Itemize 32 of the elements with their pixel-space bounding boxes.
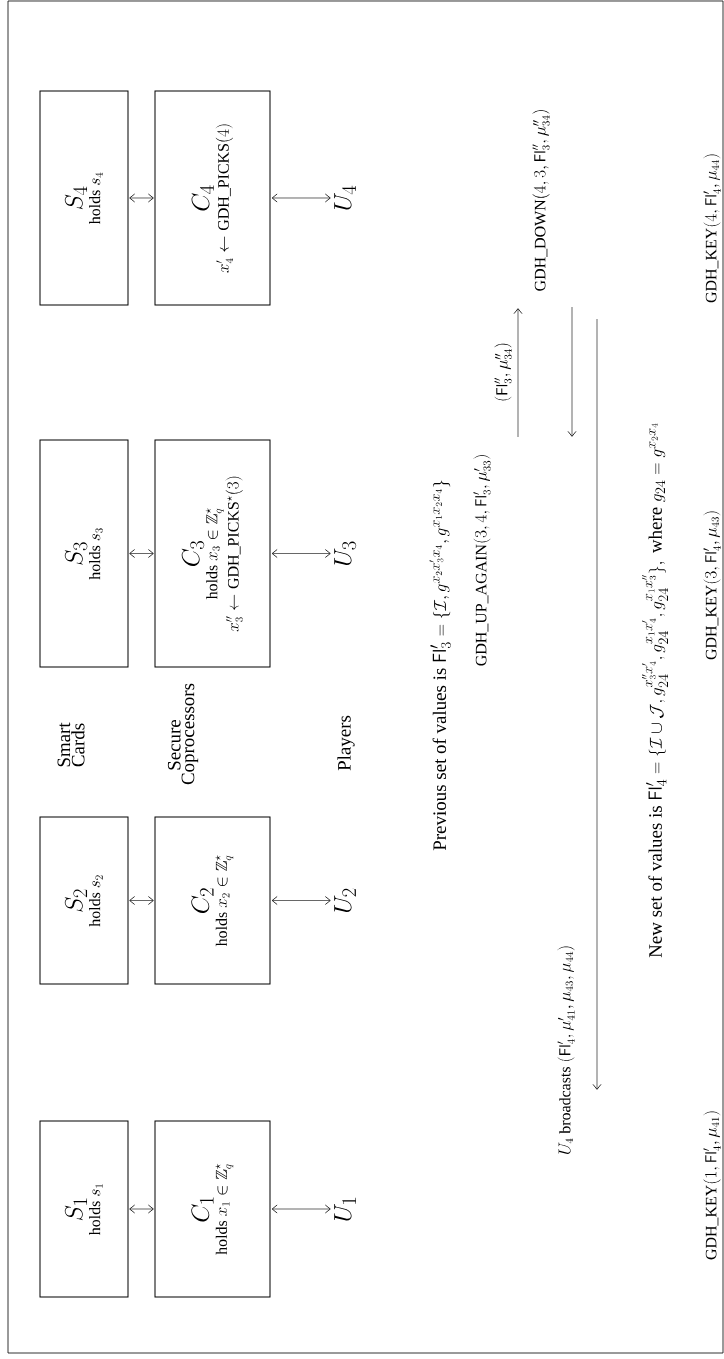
- operation-label: $\mathrm{GDH\_KEY}(4, \mathsf{Fl}'_4, \mu_{44})$: [703, 154, 721, 303]
- coprocessor-box: $C_1$ $\text{holds } x_1 \in \mathbb{Z}_q^\star$: [154, 1120, 271, 1298]
- card-box: $S_2$ $\text{holds } s_2$: [39, 816, 129, 985]
- column-heading: Secure Coprocessors: [167, 683, 199, 785]
- operation-label: $\mathrm{GDH\_KEY}(1, \mathsf{Fl}'_4, \mu_{41})$: [703, 1111, 721, 1260]
- player-label: $U_2$: [334, 888, 356, 913]
- double-arrow: [271, 896, 331, 905]
- operation-label: $\mathrm{GDH\_KEY}(3, \mathsf{Fl}'_4, \mu_{43})$: [703, 511, 721, 660]
- message-label: $(\mathsf{Fl}''_3, \mu''_{34})$: [494, 343, 512, 401]
- card-box: $S_1$ $\text{holds } s_1$: [39, 1120, 129, 1298]
- double-arrow: [129, 549, 154, 558]
- double-arrow: [129, 896, 154, 905]
- coprocessor-box: $C_4$ $x'_4 \leftarrow \mathrm{GDH\_PICKS}(4)$: [154, 90, 271, 306]
- double-arrow: [271, 549, 331, 558]
- double-arrow: [271, 193, 331, 203]
- player-label: $U_3$: [334, 541, 357, 566]
- card-box: $S_3$ $\text{holds } s_3$: [39, 439, 129, 668]
- operation-label: $\mathrm{GDH\_UP\_AGAIN}(3, 4, \mathsf{Fl}'_3, \mu'_{33})$: [473, 455, 491, 666]
- card-box: $S_4$ $\text{holds } s_4$: [39, 90, 129, 306]
- values-note: $\text{Previous set of values is } \mathsf{Fl}'_3 = \{\mathcal{I}, g^{x_2 x'_3 x_4}, g^{x_1 x_2 x_4}\}$: [429, 480, 451, 851]
- values-note: $\text{New set of values is } \mathsf{Fl}'_4 = \{\mathcal{I} \cup \mathcal{J}, g_{24}^{x''_3 x'_4}, g_{24}^{x_1 x'_4}, g_{24}^{x_1 x''_3}\},\ \text{where } g_{24} = g^{x_2 x_4}$: [641, 423, 668, 958]
- column-heading: Smart Cards: [57, 722, 85, 767]
- coprocessor-box: $C_3$$\text{holds } x_3 \in \mathbb{Z}_q^\star$ $x''_3 \leftarrow \mathrm{GDH\_PICKS}^\star(3)$: [154, 439, 271, 668]
- coprocessor-box: $C_2$ $\text{holds } x_2 \in \mathbb{Z}_q^\star$: [154, 816, 271, 985]
- double-arrow: [129, 193, 154, 203]
- message-label: $U_4 \text{ broadcasts } (\mathsf{Fl}'_4, \mu'_{41}, \mu_{43}, \mu_{44})$: [557, 946, 575, 1154]
- player-label: $U_1$: [334, 1197, 356, 1221]
- double-arrow: [129, 1204, 154, 1214]
- double-arrow: [271, 1204, 331, 1214]
- operation-label: $\mathrm{GDH\_DOWN}(4, 3, \mathsf{Fl}''_3, \mu''_{34})$: [532, 110, 550, 291]
- column-heading: Players: [337, 715, 355, 771]
- player-label: $U_4$: [334, 185, 356, 210]
